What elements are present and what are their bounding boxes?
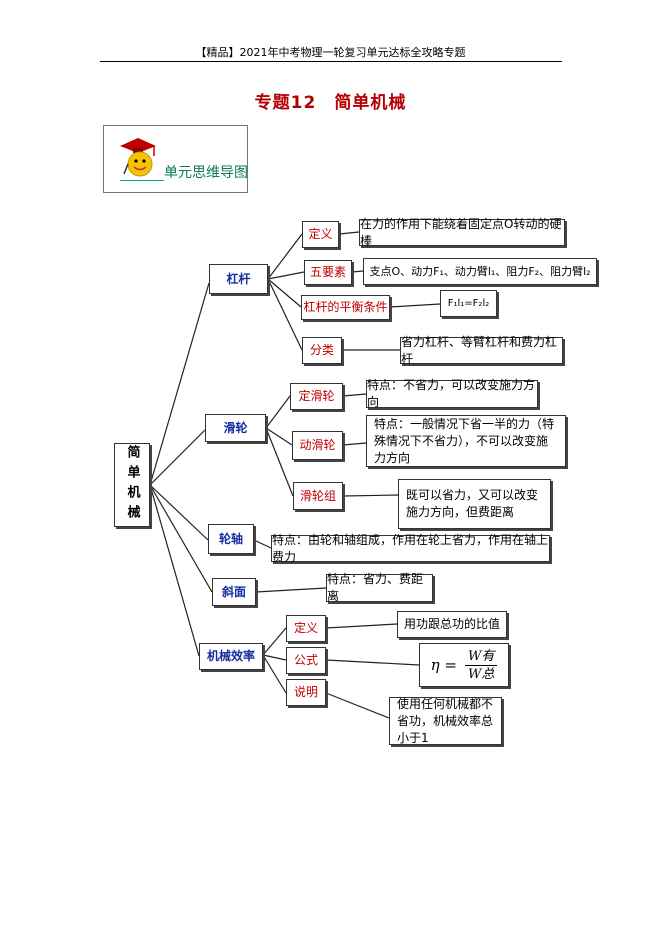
pulley-node: 滑轮 (205, 414, 266, 442)
fixed-pulley-text: 特点：不省力，可以改变施力方向 (366, 378, 538, 409)
efficiency-fraction: W有 W总 (464, 648, 498, 683)
eta-symbol: η = (430, 655, 457, 674)
efficiency-formula: η = W有 W总 (419, 643, 509, 687)
pulley-block-label: 滑轮组 (293, 482, 343, 510)
fraction-denominator: W总 (467, 666, 495, 682)
efficiency-formula-label: 公式 (286, 647, 326, 674)
lever-definition-text: 在力的作用下能绕着固定点O转动的硬棒 (359, 217, 565, 248)
efficiency-node: 机械效率 (199, 643, 263, 670)
page-title: 专题12 简单机械 (254, 93, 407, 113)
lever-node: 杠杆 (209, 264, 268, 294)
root-node: 简单机械 (114, 443, 150, 527)
banner-box (103, 125, 248, 193)
efficiency-note-text: 使用任何机械都不省功，机械效率总小于1 (389, 697, 502, 745)
efficiency-definition-label: 定义 (286, 615, 326, 642)
lever-types-label: 分类 (302, 337, 342, 364)
movable-pulley-text: 特点：一般情况下省一半的力（特殊情况下不省力），不可以改变施力方向 (366, 415, 566, 467)
wheel-axle-node: 轮轴 (208, 524, 254, 554)
efficiency-definition-text: 用功跟总功的比值 (397, 611, 507, 638)
lever-balance-label: 杠杆的平衡条件 (301, 295, 390, 320)
lever-elements-text: 支点O、动力F₁、动力臂l₁、阻力F₂、阻力臂l₂ (363, 258, 597, 285)
lever-types-text: 省力杠杆、等臂杠杆和费力杠杆 (400, 335, 563, 366)
lever-elements-label: 五要素 (304, 260, 352, 285)
fixed-pulley-label: 定滑轮 (290, 383, 343, 410)
lever-balance-text: F₁l₁=F₂l₂ (440, 290, 497, 317)
banner-underline (120, 180, 164, 181)
header-rule (100, 61, 562, 62)
pulley-block-text: 既可以省力，又可以改变施力方向，但费距离 (398, 479, 551, 529)
efficiency-note-label: 说明 (286, 679, 326, 706)
wheel-axle-text: 特点：由轮和轴组成，作用在轮上省力，作用在轴上费力 (271, 532, 550, 564)
lever-definition-label: 定义 (302, 221, 339, 248)
incline-text: 特点：省力、费距离 (326, 572, 433, 603)
page-header: 【精品】2021年中考物理一轮复习单元达标全攻略专题 (195, 46, 466, 59)
smiley-graduate-icon (120, 138, 156, 177)
banner-label: 单元思维导图 (164, 165, 248, 181)
fraction-numerator: W有 (464, 648, 498, 666)
movable-pulley-label: 动滑轮 (292, 431, 343, 460)
incline-node: 斜面 (212, 578, 256, 606)
